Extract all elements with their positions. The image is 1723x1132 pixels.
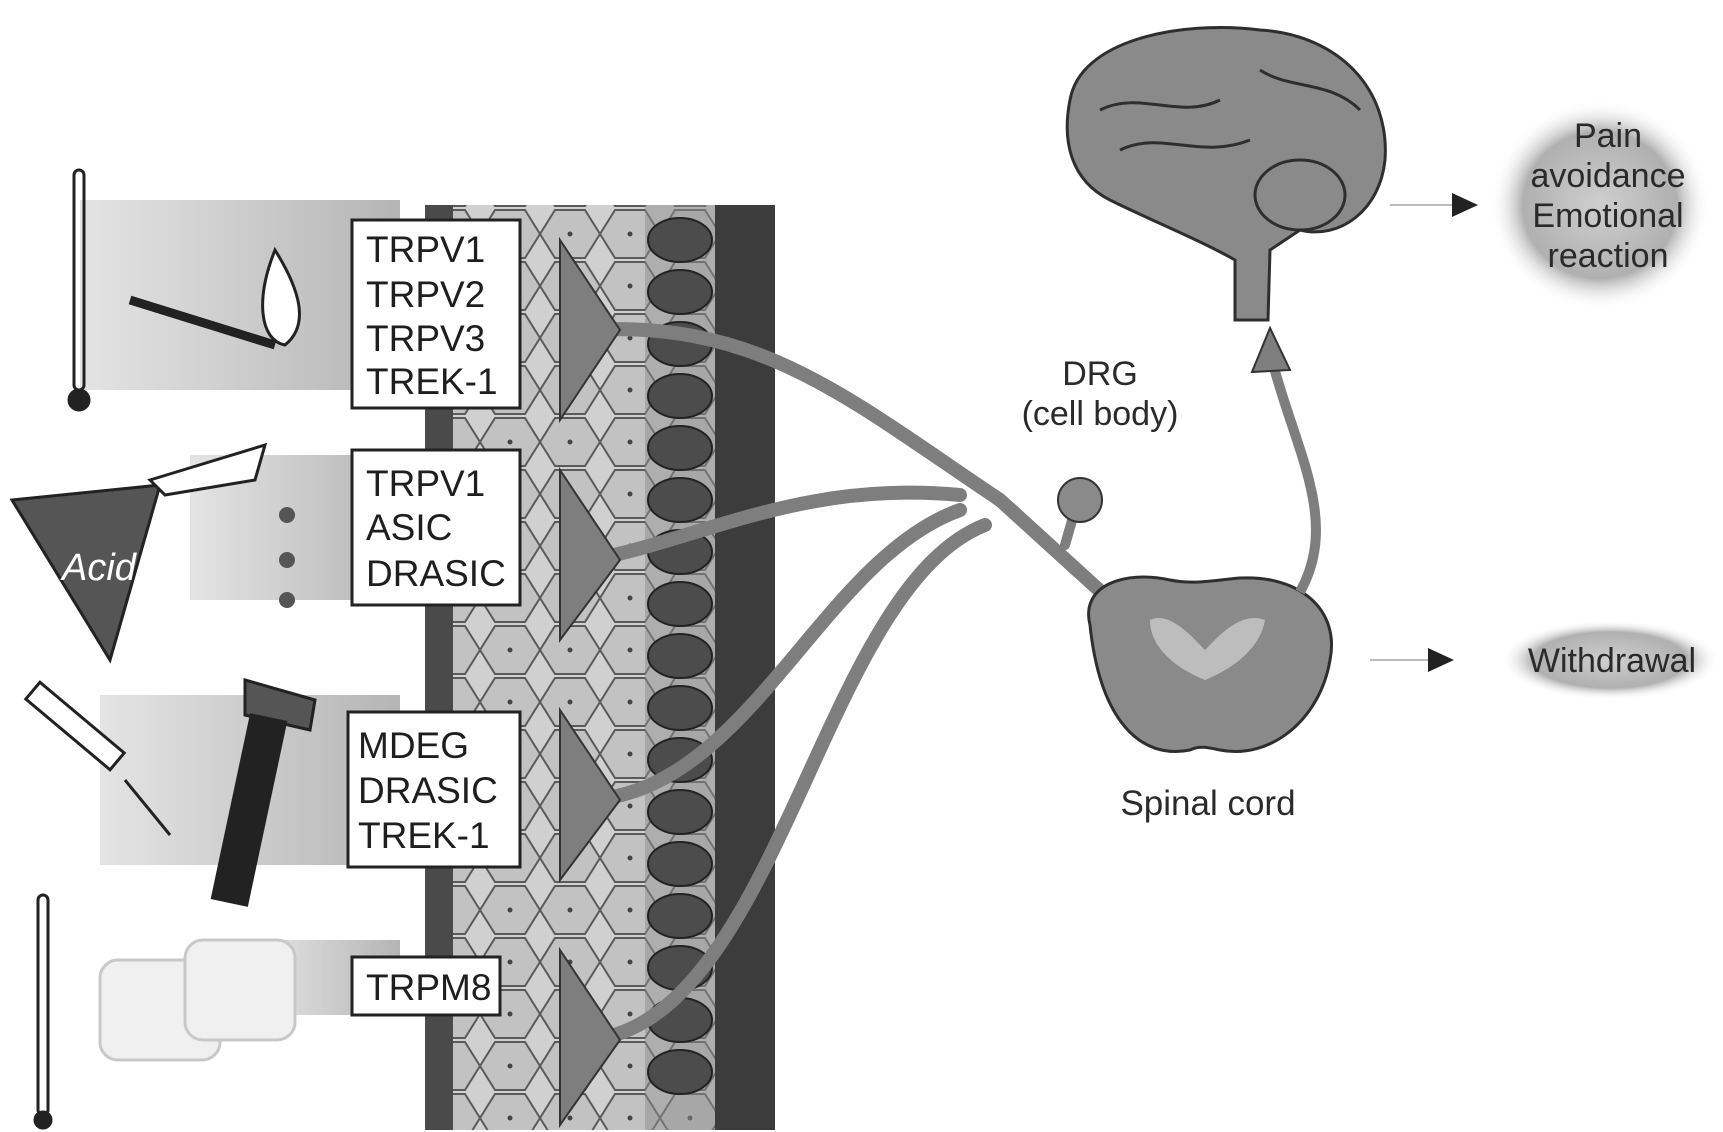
drg-cell-body <box>1058 478 1102 522</box>
receptor-line: TRPV2 <box>366 274 485 315</box>
ascending-arrow <box>1252 328 1316 592</box>
thermometer-icon <box>35 895 51 1128</box>
receptor-box-mechanical: MDEG DRASIC TREK-1 <box>348 712 520 867</box>
receptor-box-cold: TRPM8 <box>352 957 500 1015</box>
outcome-withdrawal: Withdrawal <box>1528 642 1696 680</box>
receptor-line: TRPV3 <box>366 318 485 359</box>
spinal-cord-icon <box>1089 577 1332 752</box>
outcome-brain-line: avoidance <box>1530 157 1685 195</box>
receptor-line: MDEG <box>358 725 469 766</box>
receptor-line: TRPV1 <box>366 229 485 270</box>
acid-label: Acid <box>60 547 138 589</box>
receptor-line: ASIC <box>366 507 452 548</box>
brain-icon <box>1067 28 1385 320</box>
receptor-line: TRPM8 <box>366 967 491 1008</box>
receptor-line: DRASIC <box>366 553 506 594</box>
receptor-box-heat: TRPV1 TRPV2 TRPV3 TREK-1 <box>352 220 520 408</box>
arrow-to-pain-avoidance <box>1452 193 1478 217</box>
receptor-line: DRASIC <box>358 770 498 811</box>
drg-sublabel: (cell body) <box>1022 395 1179 433</box>
outcome-brain-line: reaction <box>1548 237 1669 275</box>
receptor-line: TREK-1 <box>366 361 498 402</box>
drg-label: DRG <box>1062 355 1138 393</box>
receptor-line: TRPV1 <box>366 463 485 504</box>
outcome-arrows <box>1370 193 1478 672</box>
spinal-cord-label: Spinal cord <box>1120 784 1295 823</box>
outcome-brain-line: Pain <box>1574 117 1642 155</box>
arrow-to-withdrawal <box>1428 648 1454 672</box>
outcome-brain-line: Emotional <box>1532 197 1683 235</box>
receptor-line: TREK-1 <box>358 815 490 856</box>
ice-cubes-icon <box>100 940 295 1060</box>
receptor-box-acid: TRPV1 ASIC DRASIC <box>352 450 520 605</box>
